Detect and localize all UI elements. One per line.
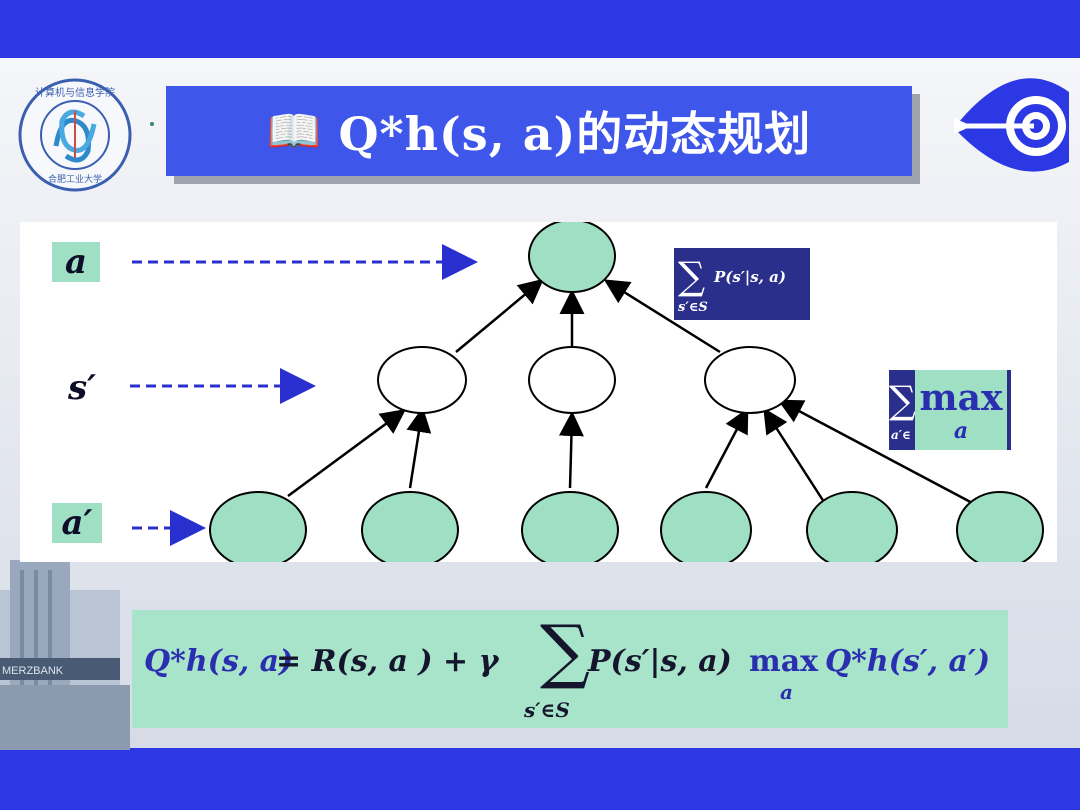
- formula-sigma: ∑: [540, 610, 590, 692]
- formula-max: max: [749, 644, 819, 679]
- formula-lhs: Q*h(s, a): [144, 644, 294, 679]
- max-word: max: [919, 377, 1003, 419]
- action-node-5: [806, 491, 898, 562]
- bellman-formula: Q*h(s, a) = R(s, a ) + γ ∑ s′∈S P(s′|s, …: [132, 610, 1008, 728]
- edge-leaf2-mid1: [406, 407, 432, 489]
- action-node-6: [956, 491, 1044, 562]
- level-label-s-prime: s′: [67, 368, 97, 408]
- action-node-3: [521, 491, 619, 562]
- formula-probability: P(s′|s, a): [588, 644, 732, 679]
- max-box-sigma-panel: ∑ a′∈: [889, 370, 917, 450]
- max-word-sub: a: [953, 418, 969, 444]
- edge-leaf3-mid2: [558, 411, 584, 489]
- state-node-3: [704, 346, 796, 414]
- slide-title: 📖 Q*h(s, a)的动态规划: [166, 86, 912, 176]
- sum-subscript: s′∈S: [678, 300, 708, 315]
- school-logo: 计算机与信息学院 合肥工业大学: [18, 78, 132, 192]
- title-dot: [150, 122, 154, 126]
- formula-sigma-sub: s′∈S: [524, 698, 570, 722]
- building-image: MERZBANK: [0, 560, 130, 750]
- level-label-a-prime: a′: [52, 503, 102, 543]
- formula-max-sub: a: [780, 680, 793, 704]
- logo-text: 计算机与信息学院: [35, 86, 115, 99]
- max-over-actions-box: ∑ a′∈ max a: [889, 370, 1019, 450]
- action-node-4: [660, 491, 752, 562]
- max-box-sigma: ∑: [889, 378, 917, 422]
- sum-expression: P(s′|s, a): [714, 268, 786, 286]
- root-node: [528, 222, 616, 293]
- bottom-band: [0, 748, 1080, 810]
- sum-sigma: ∑: [678, 254, 706, 298]
- action-node-1: [209, 491, 307, 562]
- edge-leaf6-mid3: [777, 399, 979, 508]
- book-icon: 📖: [266, 106, 323, 157]
- tree-diagram: [20, 222, 1057, 562]
- top-band: [0, 0, 1080, 58]
- formula-reward: = R(s, a ) + γ: [276, 644, 499, 679]
- formula-next-q: Q*h(s′, a′): [825, 644, 991, 679]
- logo-bottom-text: 合肥工业大学: [48, 173, 102, 185]
- edge-mid3-root: [603, 279, 721, 354]
- building-sign: MERZBANK: [2, 665, 64, 677]
- target-logo: [954, 78, 1069, 172]
- title-text: Q*h(s, a)的动态规划: [338, 107, 812, 161]
- level-label-a: a: [52, 242, 100, 282]
- state-node-2: [528, 346, 616, 414]
- edge-mid1-root: [455, 278, 544, 353]
- sum-over-states-box: ∑ P(s′|s, a) s′∈S: [674, 248, 810, 320]
- edge-leaf1-mid1: [287, 409, 407, 498]
- tree-svg: [130, 222, 1044, 562]
- edge-leaf5-mid3: [763, 407, 826, 503]
- edge-leaf4-mid3: [704, 407, 749, 489]
- state-node-1: [377, 346, 467, 414]
- max-box-sigma-sub: a′∈: [891, 428, 911, 442]
- max-box-edge: [1007, 370, 1011, 450]
- action-node-2: [361, 491, 459, 562]
- max-box-max-panel: max a: [915, 370, 1007, 450]
